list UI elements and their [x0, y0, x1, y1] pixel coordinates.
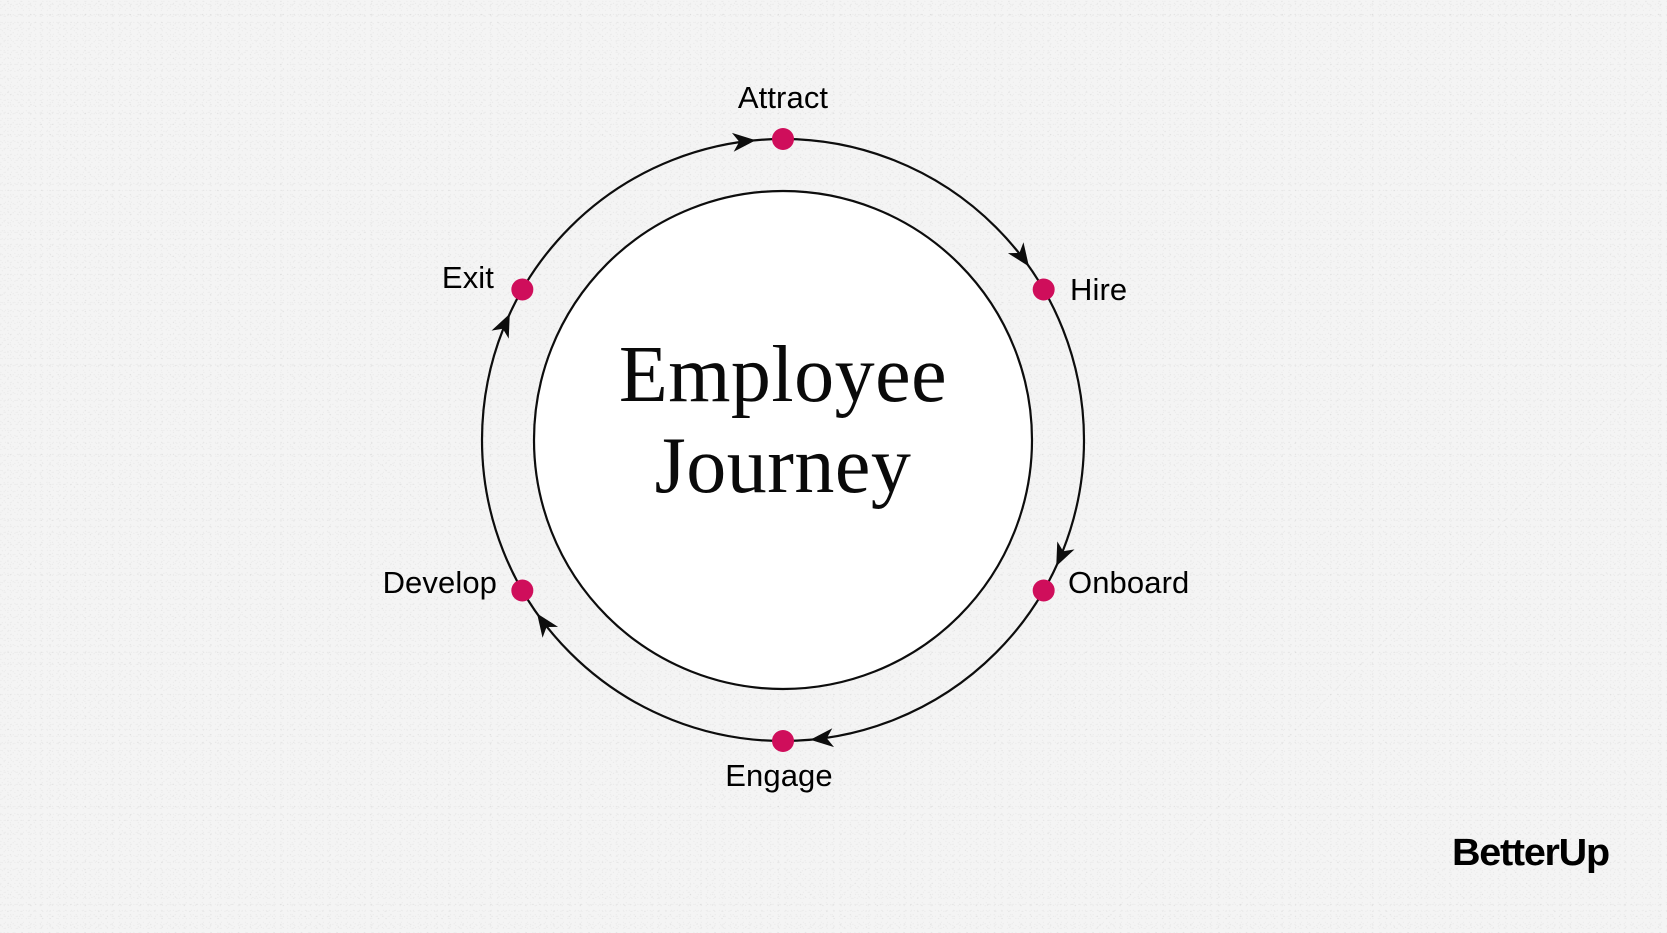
stage-label-engage: Engage	[725, 758, 833, 793]
stage-label-exit: Exit	[441, 260, 494, 295]
flow-arrowhead-attract	[731, 132, 756, 152]
stage-node-onboard[interactable]	[1032, 579, 1055, 602]
flow-arrowhead-engage	[810, 728, 835, 748]
flow-arrowhead-exit	[491, 313, 510, 339]
stage-label-develop: Develop	[382, 565, 497, 600]
stage-node-exit[interactable]	[511, 278, 534, 301]
stage-label-hire: Hire	[1070, 272, 1128, 307]
stage-node-engage[interactable]	[772, 730, 794, 752]
flow-arrowhead-onboard	[1056, 541, 1075, 567]
flow-arrowhead-develop	[537, 613, 559, 638]
flow-arrowhead-hire	[1007, 242, 1029, 267]
flow-arrowheads-group	[491, 132, 1075, 748]
center-title-line-2: Journey	[654, 422, 912, 511]
stage-node-develop[interactable]	[511, 579, 534, 602]
stage-node-hire[interactable]	[1032, 278, 1055, 301]
center-title-line-1: Employee	[618, 331, 948, 419]
stage-nodes-group	[511, 128, 1055, 752]
center-title: Employee Journey	[483, 330, 1083, 512]
stage-node-attract[interactable]	[772, 128, 794, 150]
inner-circle	[532, 189, 1034, 691]
stage-label-attract: Attract	[737, 80, 829, 115]
betterup-logo: BetterUp	[1452, 832, 1610, 874]
stage-label-onboard: Onboard	[1068, 565, 1190, 600]
